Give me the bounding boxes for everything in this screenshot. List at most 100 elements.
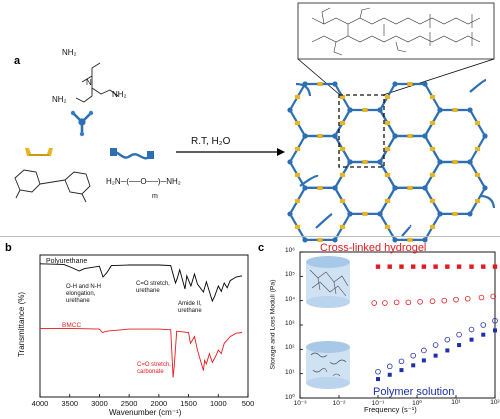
carbonate-linker [294,198,301,203]
crosslink-node [347,211,353,217]
bmcc-spectrum-line [40,327,243,378]
storage-modulus-point [399,264,404,269]
carbonate-linker [362,159,368,164]
crosslink-node [437,211,443,217]
loss-modulus-point [393,299,400,306]
panel-c [299,251,498,399]
oh-nh-annotation: O-H and N-H elongation, urethane [66,284,102,304]
panel-a-letter: a [14,55,21,67]
crosslink-node [467,211,473,217]
carbonate-linker [294,95,301,100]
network-hexagon [423,108,487,164]
rheology-x-tick-label: 10⁰ [412,400,422,407]
network-hexagon [333,108,397,164]
zoom-guide-left [297,58,341,96]
network-hexagon [378,134,442,189]
panel-c-letter: c [258,242,265,254]
storage-modulus-point [433,264,438,269]
reaction-arrow [176,148,285,156]
polyurethane-series-label: Polyurethane [46,258,88,265]
loss-modulus-point [490,293,497,300]
panel-b [39,254,249,398]
storage-modulus-point [433,353,438,358]
storage-modulus-point [469,337,474,342]
carbonate-linker [429,224,436,229]
carbonate-linker [429,198,436,203]
carbonate-linker [294,146,301,151]
loss-modulus-point [375,368,381,375]
loss-modulus-point [453,296,459,303]
storage-modulus-point [481,332,486,337]
hydrogel-cylinder-illustration [306,256,350,308]
bmcc-cartoon-icon [25,148,53,156]
tren-nitrogen: N [86,78,92,87]
carbonate-linker [384,120,391,125]
amide-annotation: Amide II, urethane [178,301,202,314]
carbonate-linker [474,198,481,203]
carbonate-linker [429,146,436,151]
crosslink-node [332,133,338,139]
storage-modulus-point [445,264,450,269]
network-hexagon [378,82,442,138]
crosslink-node [392,81,398,87]
crosslink-node [422,133,428,139]
hydrogel-title: Cross-linked hydrogel [320,242,427,254]
carbonate-linker [317,185,323,190]
crosslink-node [332,237,338,243]
storage-modulus-point [375,264,381,269]
panel-a [14,2,496,243]
loss-modulus-point [478,294,485,301]
carbonate-linker [384,198,391,203]
carbonate-linker [384,146,391,151]
rheology-x-axis-label: Frequency (s⁻¹) [364,405,417,414]
crosslink-node [467,107,473,113]
ftir-x-tick-label: 3000 [91,399,108,408]
dangling-peg-chain [479,194,496,209]
carbonate-linker [384,172,391,177]
loss-modulus-point [386,363,393,370]
loss-modulus-point [398,358,405,365]
panel-b-letter: b [5,242,12,254]
ftir-x-tick-label: 1500 [180,399,197,408]
carbonate-linker [362,107,368,112]
bmcc-series-label: BMCC [62,322,82,329]
tren-amine-right: NH₂ [112,90,127,99]
storage-modulus-point [376,377,380,382]
loss-modulus-point [441,297,448,304]
carbonate-linker [429,95,436,100]
carbonate-linker [429,172,436,177]
crosslink-node [482,185,488,191]
crosslink-node [302,185,308,191]
storage-modulus-point [457,343,462,348]
storage-modulus-point [421,358,426,363]
ftir-x-axis-label: Wavenumber (cm⁻¹) [109,408,182,417]
carbonate-linker [339,224,346,229]
dangling-peg-chain [299,174,319,187]
ftir-x-tick-label: 500 [241,399,255,408]
crosslink-node [332,81,338,87]
storage-modulus-point [456,264,462,269]
carbonate-linker [452,107,458,112]
storage-modulus-point [411,363,416,368]
crosslink-node [422,81,428,87]
ftir-x-tick-label: 3500 [61,399,79,408]
dangling-peg-chain [315,213,333,229]
carbonate-linker [384,95,391,100]
ftir-x-tick-label: 1000 [209,399,227,408]
loss-modulus-point [417,298,423,305]
peg-formula: H₂N─(──O──)─NH₂ [106,177,181,186]
carbonate-linker [452,211,458,216]
carbonate-linker [317,133,323,138]
co-urethane-annotation: C=O stretch, urethane [136,281,170,294]
loss-modulus-point [468,326,475,333]
tren-amine-left: NH₂ [52,95,67,104]
loss-modulus-point [421,347,427,354]
crosslink-node [422,237,428,243]
rheology-x-tick-label: 10⁻¹ [371,400,385,407]
loss-modulus-point [480,322,487,328]
network-hexagon [288,134,352,189]
crosslink-node [437,159,443,165]
ftir-y-axis-label: Transmittance (%) [17,291,27,358]
ftir-plot-frame [39,254,249,398]
tren-cartoon-icon [70,110,94,137]
